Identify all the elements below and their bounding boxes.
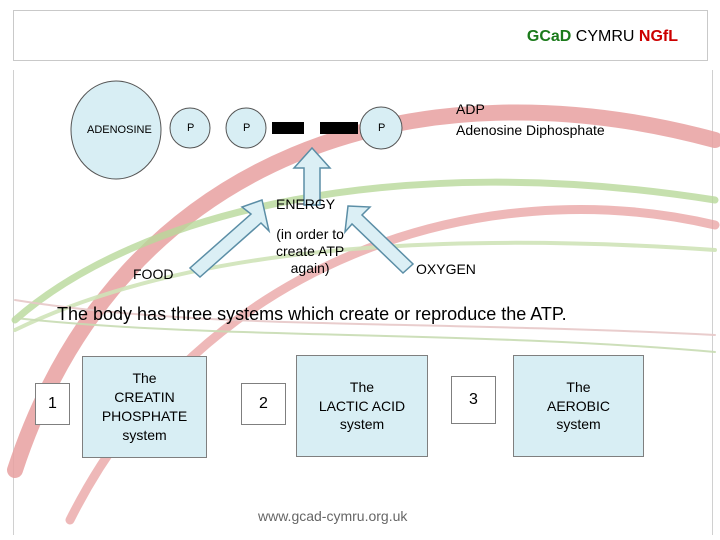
energy-label: ENERGY xyxy=(276,196,336,212)
food-arrow xyxy=(188,199,271,279)
system-2-box: The LACTIC ACID system xyxy=(296,355,428,457)
system-1-number: 1 xyxy=(35,383,70,425)
phosphate-3-label: P xyxy=(378,122,386,134)
brand-gcad: GCaD xyxy=(526,28,572,45)
phosphate-3-circle xyxy=(359,106,403,150)
phosphate-2-label: P xyxy=(243,122,251,134)
system-3-line-2: AEROBIC xyxy=(546,397,610,414)
adp-title: ADP xyxy=(456,101,485,117)
content-frame xyxy=(13,70,713,535)
system-3-box: The AEROBIC system xyxy=(513,355,644,457)
system-2-number: 2 xyxy=(241,383,286,425)
adenosine-circle xyxy=(70,80,162,180)
energy-up-arrow xyxy=(292,146,332,206)
brand-cymru: CYMRU xyxy=(571,28,639,45)
system-1-line-4: system xyxy=(122,426,167,443)
brand-logo-text: GCaD CYMRU NGfL xyxy=(527,28,678,46)
header-bar xyxy=(13,10,708,61)
oxygen-label: OXYGEN xyxy=(416,261,476,277)
system-2-line-1: The xyxy=(349,378,375,395)
energy-note-line-1: (in order to xyxy=(276,226,344,242)
system-3-number: 3 xyxy=(451,376,496,424)
system-1-box: The CREATIN PHOSPHATE system xyxy=(82,356,207,458)
phosphate-1-label: P xyxy=(187,122,195,134)
system-2-line-3: system xyxy=(339,416,385,433)
bond-bar-left xyxy=(272,122,304,134)
energy-note-line-2: create ATP xyxy=(276,243,345,259)
phosphate-1-circle xyxy=(169,107,211,149)
bond-bar-right xyxy=(320,122,358,134)
adenosine-label: ADENOSINE xyxy=(87,124,152,136)
food-label: FOOD xyxy=(133,266,174,282)
oxygen-arrow xyxy=(343,205,415,275)
system-1-line-3: PHOSPHATE xyxy=(101,408,188,424)
energy-note: (in order to create ATP again) xyxy=(276,226,344,277)
system-2-line-2: LACTIC ACID xyxy=(318,397,406,414)
adp-subtitle: Adenosine Diphosphate xyxy=(456,122,605,138)
brand-ngfl: NGfL xyxy=(638,28,678,45)
system-1-line-2: CREATIN xyxy=(114,389,175,406)
system-3-line-3: system xyxy=(556,416,601,433)
systems-heading: The body has three systems which create … xyxy=(57,304,567,324)
system-3-line-1: The xyxy=(566,378,591,395)
footer-url: www.gcad-cymru.org.uk xyxy=(258,508,408,524)
phosphate-2-circle xyxy=(225,107,267,149)
system-1-line-1: The xyxy=(132,370,157,387)
energy-note-line-3: again) xyxy=(290,260,330,276)
